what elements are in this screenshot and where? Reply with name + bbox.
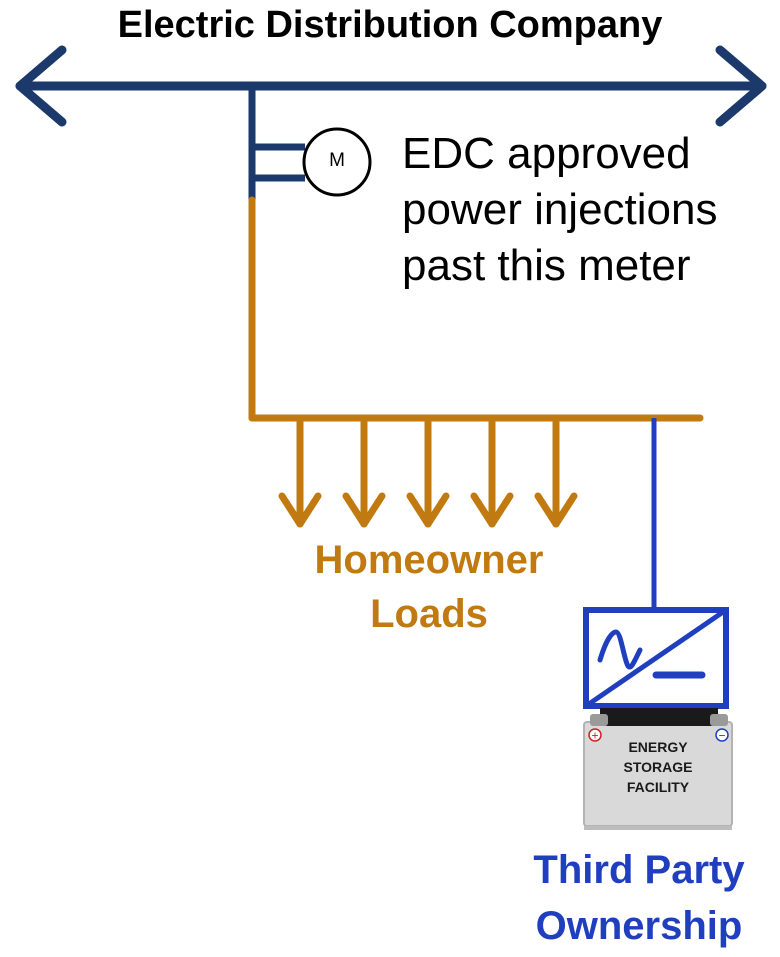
meter-note-line: EDC approved [402,129,691,178]
page-title: Electric Distribution Company [117,4,663,46]
battery-icon: + − [583,708,733,830]
home-wiring [248,196,704,528]
homeowner-loads-label: Homeowner Loads [274,533,584,641]
battery-plus-sign: + [591,729,598,743]
load-arrow-icon [342,418,386,528]
load-arrow-icon [406,418,450,528]
battery-label-line: FACILITY [626,779,690,795]
meter-circle-icon [302,127,372,197]
load-arrow-icon [470,418,514,528]
service-drop [248,86,305,200]
inverter-icon [583,607,729,709]
meter-note: EDC approved power injections past this … [402,126,772,294]
battery-label: ENERGY STORAGE FACILITY [586,737,730,797]
homeowner-loads-line: Homeowner [314,538,544,582]
third-party-line: Ownership [535,904,743,948]
load-arrow-icon [278,418,322,528]
third-party-label: Third Party Ownership [498,842,780,954]
battery-label-line: STORAGE [623,759,693,775]
grid-bus [15,45,767,127]
battery-minus-sign: − [718,729,725,743]
meter-note-line: past this meter [402,241,691,290]
load-arrow-icon [534,418,578,528]
grid-arrow-right-icon [715,45,767,127]
meter-note-line: power injections [402,185,718,234]
homeowner-loads-line: Loads [370,592,488,636]
third-party-line: Third Party [533,848,745,892]
battery-minus-icon [715,728,729,742]
meter-label: M [329,150,345,171]
battery-plus-icon [588,728,602,742]
grid-arrow-left-icon [15,45,67,127]
battery-label-line: ENERGY [628,739,688,755]
